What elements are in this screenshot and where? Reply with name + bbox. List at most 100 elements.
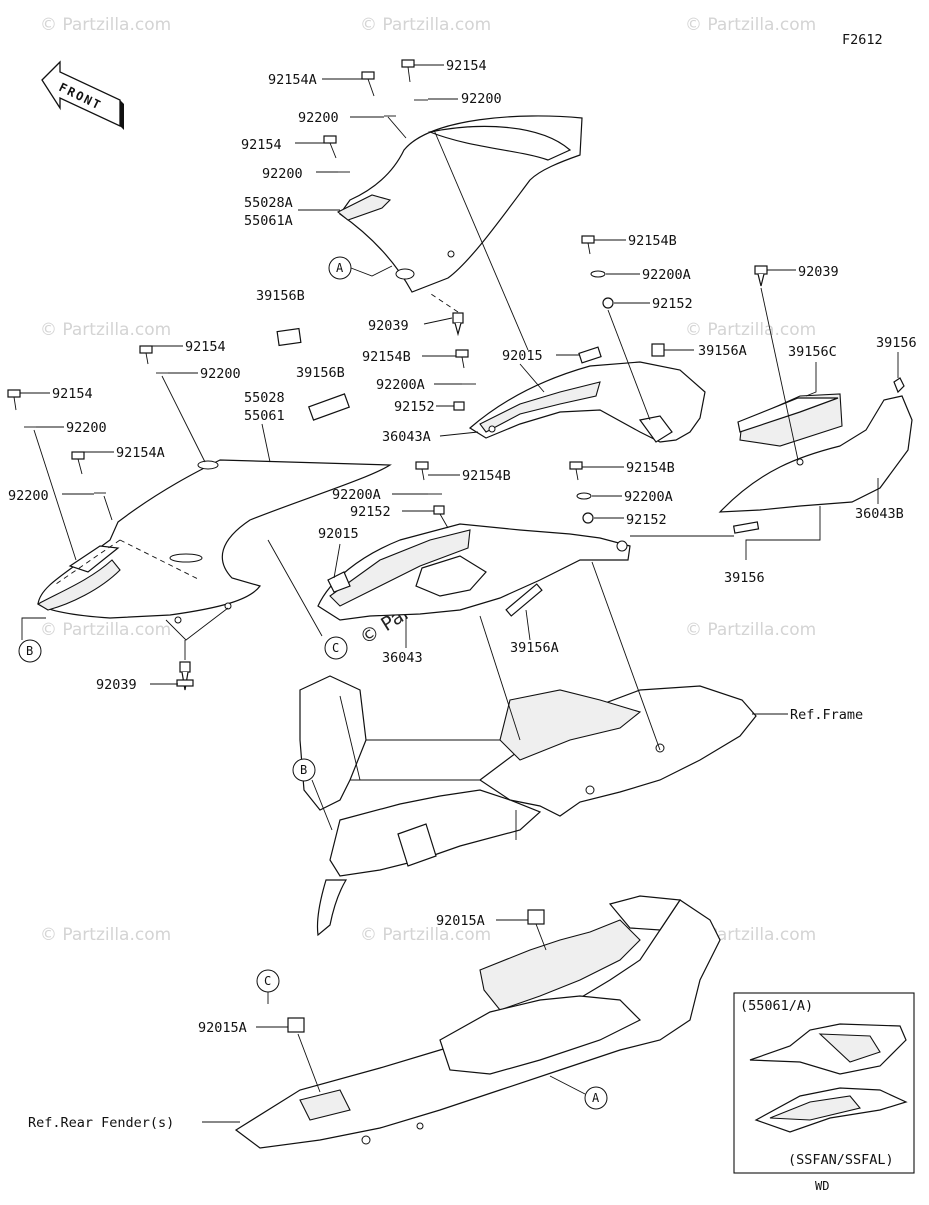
label-92200A: 92200A — [376, 377, 425, 393]
ref-frame-label: Ref.Frame — [790, 707, 863, 723]
watermark-text: © Partzilla.com — [40, 925, 171, 945]
label-92039: 92039 — [368, 318, 409, 334]
bolt-icon — [361, 71, 375, 97]
seat-cowl-top — [336, 115, 583, 293]
watermark-text: © Partzilla.com — [360, 15, 491, 35]
ref-rear-fender-label: Ref.Rear Fender(s) — [28, 1115, 174, 1131]
rear-frame — [299, 675, 757, 937]
label-92154B: 92154B — [462, 468, 511, 484]
washer-icon — [576, 492, 592, 500]
watermark-text: © Partzilla.com — [40, 620, 171, 640]
watermark-text: © Partzilla.com — [685, 320, 816, 340]
callout-a-label: A — [592, 1091, 600, 1105]
clip-icon — [893, 377, 905, 394]
label-92154: 92154 — [52, 386, 93, 402]
grommet-icon — [754, 265, 768, 287]
watermark-text: © Partzilla.com — [685, 620, 816, 640]
label-92015: 92015 — [502, 348, 543, 364]
label-39156C: 39156C — [788, 344, 837, 360]
label-92200: 92200 — [200, 366, 241, 382]
bolt-icon — [401, 59, 415, 83]
grommet-icon — [176, 661, 194, 691]
label-55061A: 55061A — [244, 213, 293, 229]
label-39156: 39156 — [876, 335, 917, 351]
label-92152: 92152 — [350, 504, 391, 520]
grommet-icon — [527, 909, 545, 925]
nut-icon — [433, 505, 445, 515]
watermark-text: © Partzilla.com — [360, 925, 491, 945]
label-92154: 92154 — [241, 137, 282, 153]
callout-b-frame — [292, 758, 316, 782]
label-92200: 92200 — [298, 110, 339, 126]
label-92154B: 92154B — [626, 460, 675, 476]
nut-icon — [602, 297, 614, 309]
watermark-text: © Partzilla.com — [685, 15, 816, 35]
bolt-icon — [581, 235, 595, 255]
label-92154: 92154 — [185, 339, 226, 355]
label-92200: 92200 — [461, 91, 502, 107]
label-36043A: 36043A — [382, 429, 431, 445]
label-92200A: 92200A — [332, 487, 381, 503]
label-92039: 92039 — [96, 677, 137, 693]
callout-a-label: A — [336, 261, 344, 275]
washer-icon — [590, 270, 606, 278]
nut-icon — [582, 512, 594, 524]
label-55028: 55028 — [244, 390, 285, 406]
figure-code: F2612 — [842, 32, 883, 48]
bolt-icon — [569, 461, 583, 481]
label-92154A: 92154A — [116, 445, 165, 461]
label-92152: 92152 — [394, 399, 435, 415]
label-92200: 92200 — [262, 166, 303, 182]
variant-inset: (55061/A) (SSFAN/SSFAL) WD — [733, 992, 915, 1193]
rear-fender — [234, 895, 721, 1149]
bolt-icon — [71, 451, 85, 475]
label-39156A: 39156A — [510, 640, 559, 656]
front-arrow-icon: FRONT — [41, 60, 124, 130]
inset-code: WD — [815, 1179, 829, 1193]
label-92200A: 92200A — [624, 489, 673, 505]
damper-pad-icon — [276, 327, 302, 347]
bolt-icon — [139, 345, 153, 365]
label-92200: 92200 — [66, 420, 107, 436]
watermark-text: © Partzilla.com — [40, 320, 171, 340]
label-39156B: 39156B — [296, 365, 345, 381]
bracket-36043A — [468, 346, 706, 443]
inset-frame — [733, 992, 915, 1174]
grommet-icon — [287, 1017, 305, 1033]
label-55061: 55061 — [244, 408, 285, 424]
label-92152: 92152 — [626, 512, 667, 528]
watermark-text: © Partzilla.com — [40, 15, 171, 35]
label-39156A: 39156A — [698, 343, 747, 359]
label-36043: 36043 — [382, 650, 423, 666]
bolt-icon — [415, 461, 429, 481]
right-side-cover — [718, 393, 913, 513]
label-92154: 92154 — [446, 58, 487, 74]
bracket-36043 — [317, 523, 631, 621]
inset-title: (55061/A) — [740, 998, 813, 1014]
grommet-icon — [452, 312, 464, 337]
bolt-icon — [323, 135, 337, 159]
label-39156B: 39156B — [256, 288, 305, 304]
label-92154A: 92154A — [268, 72, 317, 88]
callout-c-label: C — [264, 974, 271, 988]
callout-b — [18, 639, 42, 663]
label-92015A: 92015A — [436, 913, 485, 929]
label-92015: 92015 — [318, 526, 359, 542]
label-39156: 39156 — [724, 570, 765, 586]
label-92039: 92039 — [798, 264, 839, 280]
left-side-cover — [36, 459, 392, 624]
label-55028A: 55028A — [244, 195, 293, 211]
callout-b-label: B — [300, 763, 307, 777]
label-36043B: 36043B — [855, 506, 904, 522]
nut-icon — [453, 401, 465, 411]
label-92154B: 92154B — [362, 349, 411, 365]
bolt-icon — [7, 389, 21, 411]
callout-c-label: C — [332, 641, 339, 655]
label-92200A: 92200A — [642, 267, 691, 283]
label-92015A: 92015A — [198, 1020, 247, 1036]
callout-a-fender — [584, 1086, 608, 1110]
damper-strip-icon — [307, 393, 351, 421]
damper-strip-icon — [505, 583, 543, 617]
label-92200: 92200 — [8, 488, 49, 504]
